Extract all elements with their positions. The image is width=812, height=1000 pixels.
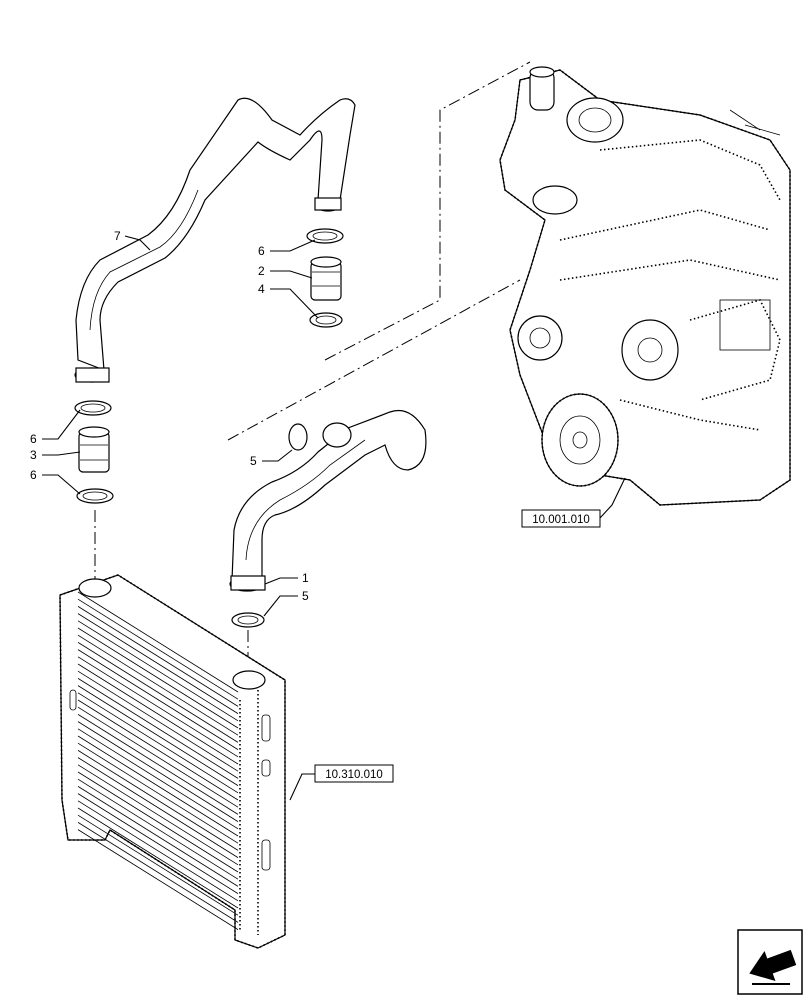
upper-fittings [306, 228, 344, 328]
callout-5-upper: 5 [250, 454, 257, 468]
cooler-fin [77, 642, 239, 743]
cooler-fin [77, 706, 239, 808]
reference-radiator-box[interactable]: 10.310.010 [314, 764, 394, 783]
clamp-6-upper [306, 228, 344, 244]
callout-6-left-top: 6 [30, 432, 37, 446]
cooler-fin [77, 649, 239, 750]
cooler-fin [77, 786, 239, 887]
cooler-fin [77, 663, 239, 765]
intercooler [59, 574, 286, 949]
cooler-fin [77, 678, 239, 779]
cooler-fin [77, 800, 239, 902]
cooler-fin [77, 764, 239, 866]
center-lines [94, 61, 531, 668]
clamp-4 [309, 312, 343, 328]
cooler-fin [77, 606, 239, 707]
hose-1 [229, 409, 427, 628]
cooler-fin [77, 613, 239, 714]
cooler-fin [77, 699, 239, 801]
callout-6-left-bottom: 6 [30, 468, 37, 482]
cooler-fin [77, 692, 239, 794]
callout-6-upper: 6 [258, 244, 265, 258]
cooler-fins [77, 591, 239, 930]
callout-4: 4 [258, 282, 265, 296]
cooler-fin [77, 685, 239, 786]
cooler-fin [77, 793, 239, 894]
cooler-fin [77, 771, 239, 873]
cooler-fin [77, 750, 239, 851]
callout-5-lower: 5 [302, 589, 309, 603]
reference-radiator-label: 10.310.010 [325, 769, 383, 781]
callout-labels: 7 6 2 4 6 3 6 5 1 5 [30, 229, 309, 603]
callout-7: 7 [114, 229, 121, 243]
cooler-fin [77, 598, 239, 700]
cooler-fin [77, 757, 239, 858]
reference-engine-label: 10.001.010 [532, 514, 590, 526]
cooler-fin [77, 591, 239, 693]
next-page-arrow-icon[interactable] [737, 929, 803, 995]
cooler-fin [77, 670, 239, 772]
cooler-fin [77, 822, 239, 923]
callout-1: 1 [302, 571, 309, 585]
callout-3: 3 [30, 448, 37, 462]
callout-2: 2 [258, 264, 265, 278]
cooler-fin [77, 829, 239, 930]
left-fittings [74, 400, 114, 504]
engine-assembly [499, 66, 791, 506]
cooler-fin [77, 634, 239, 736]
cooler-fin [77, 721, 239, 822]
cooler-fin [77, 814, 239, 916]
cooler-fin [77, 620, 239, 722]
cooler-fin [77, 656, 239, 758]
cooler-fin [77, 807, 239, 909]
cooler-fin [77, 778, 239, 880]
reference-engine-box[interactable]: 10.001.010 [521, 509, 601, 528]
cooler-fin [77, 728, 239, 830]
cooler-fin [77, 735, 239, 837]
cooler-fin [77, 714, 239, 815]
cooler-fin [77, 742, 239, 844]
coupling-2 [310, 261, 342, 301]
leader-lines [42, 235, 626, 801]
hose-7 [74, 97, 356, 383]
cooler-fin [77, 627, 239, 729]
